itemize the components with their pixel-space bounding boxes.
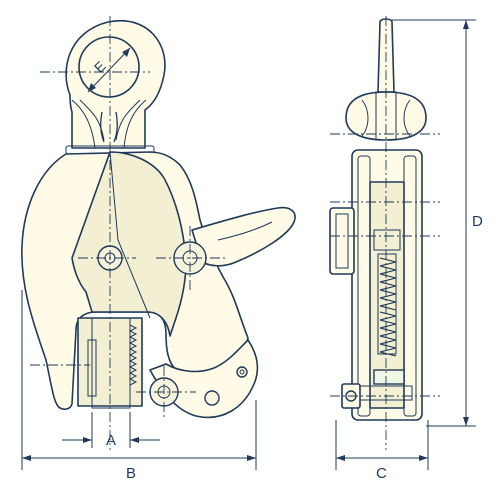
side-handle-boss	[329, 207, 355, 275]
label-d: D	[472, 213, 483, 230]
lifting-eye	[65, 19, 166, 155]
handle-lever	[191, 206, 296, 267]
lock-pin	[204, 390, 220, 406]
eye-hole	[78, 36, 140, 98]
front-view: E A B	[21, 16, 296, 482]
side-cam-lower	[373, 369, 405, 385]
label-c: C	[376, 465, 387, 482]
label-a: A	[106, 432, 116, 449]
side-spring-upper	[379, 257, 397, 311]
side-spring-lower	[379, 311, 397, 357]
cam-plate	[71, 151, 187, 337]
label-b: B	[126, 465, 136, 482]
small-pin	[236, 366, 248, 378]
side-view: D C	[329, 16, 483, 482]
cam-teeth	[128, 324, 138, 386]
